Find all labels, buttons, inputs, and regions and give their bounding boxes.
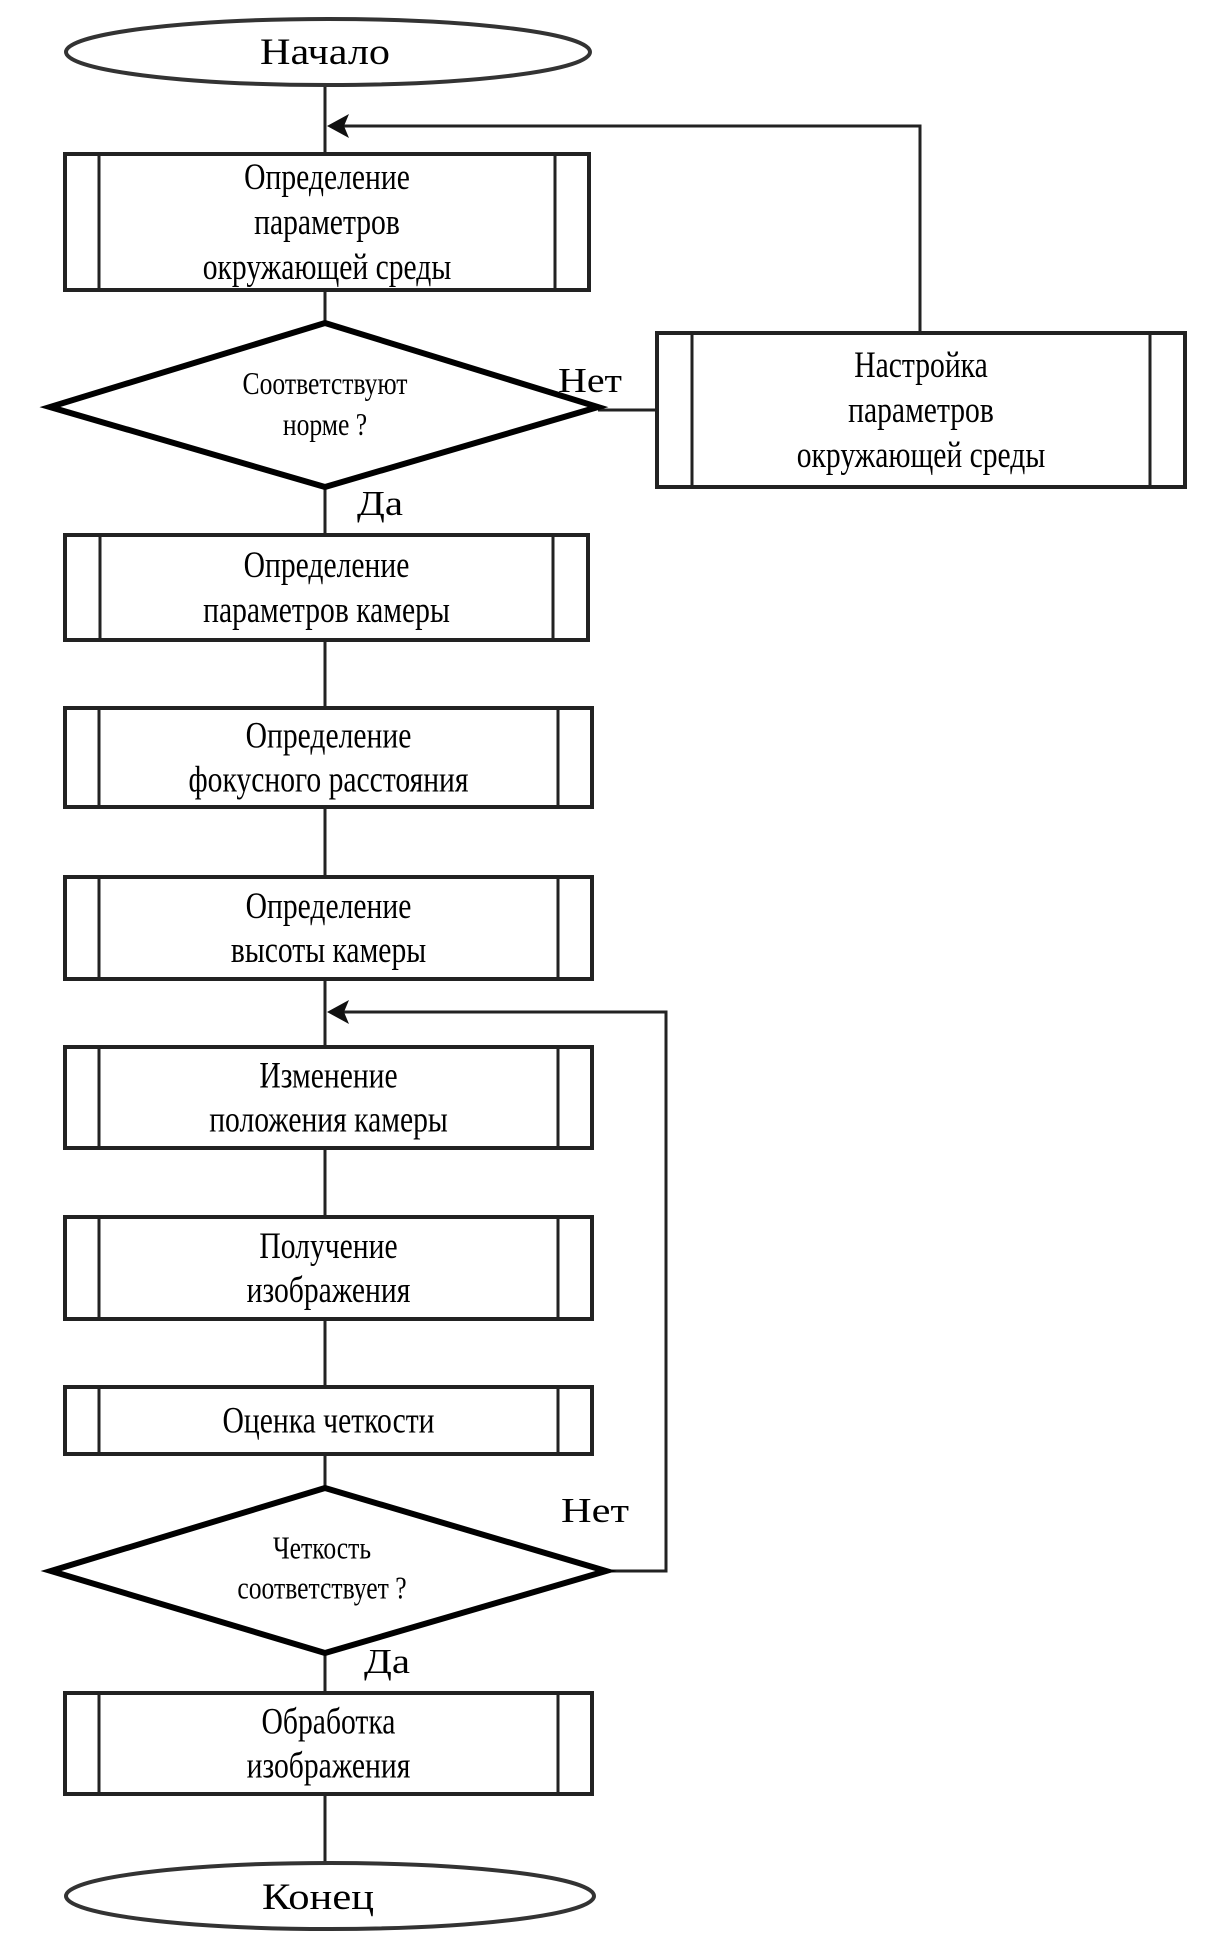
decision-text: Четкость xyxy=(273,1530,371,1566)
process-box-sharpness-eval xyxy=(63,1385,594,1456)
decision-sharpness-check xyxy=(40,1484,617,1657)
decision-text: норме ? xyxy=(283,406,367,442)
process-box-text: Определение xyxy=(246,716,412,757)
process-box-text: Определение xyxy=(244,545,410,586)
connector-adjust-loop-back xyxy=(340,124,922,333)
decision-env-check xyxy=(39,319,609,491)
process-box-text: окружающей среды xyxy=(203,247,452,288)
end-terminator xyxy=(64,1861,596,1931)
decision-text: Соответствуют xyxy=(243,365,408,401)
process-box-text: фокусного расстояния xyxy=(189,760,469,801)
connector-sharpness-loop-back xyxy=(340,1010,668,1573)
process-box-text: параметров xyxy=(254,202,400,243)
edge-label-env-no: Нет xyxy=(558,361,622,400)
process-box-text: Получение xyxy=(259,1226,397,1267)
process-box-text: высоты камеры xyxy=(231,930,426,971)
process-box-text: изображения xyxy=(247,1270,411,1311)
process-box-text: изображения xyxy=(247,1746,411,1787)
process-box-env-adjust xyxy=(655,331,1187,489)
process-box-text: Определение xyxy=(244,157,410,198)
start-label: Начало xyxy=(260,32,390,73)
process-box-text: окружающей среды xyxy=(797,435,1046,476)
process-box-text: Изменение xyxy=(259,1056,397,1097)
arrowhead-icon xyxy=(327,1000,349,1024)
process-box-camera-params xyxy=(63,533,590,642)
process-box-text: положения камеры xyxy=(209,1100,448,1141)
edge-label-sharp-yes: Да xyxy=(364,1642,411,1681)
start-terminator xyxy=(64,17,592,87)
process-box-camera-height xyxy=(63,875,594,981)
process-box-text: Настройка xyxy=(854,345,988,386)
arrowhead-icon xyxy=(327,114,349,138)
process-box-text: параметров камеры xyxy=(203,590,450,631)
end-label: Конец xyxy=(262,1877,374,1918)
process-box-text: Оценка четкости xyxy=(223,1401,435,1442)
edge-label-env-yes: Да xyxy=(357,484,404,523)
process-box-env-params xyxy=(63,152,591,292)
process-box-text: Определение xyxy=(246,886,412,927)
process-box-camera-position xyxy=(63,1045,594,1150)
process-box-text: параметров xyxy=(848,390,994,431)
process-box-text: Обработка xyxy=(262,1702,396,1743)
process-box-get-image xyxy=(63,1215,594,1321)
edge-label-sharp-no: Нет xyxy=(561,1491,629,1530)
process-box-focal-length xyxy=(63,706,594,809)
process-box-process-image xyxy=(63,1691,594,1796)
decision-text: соответствует ? xyxy=(237,1570,406,1606)
